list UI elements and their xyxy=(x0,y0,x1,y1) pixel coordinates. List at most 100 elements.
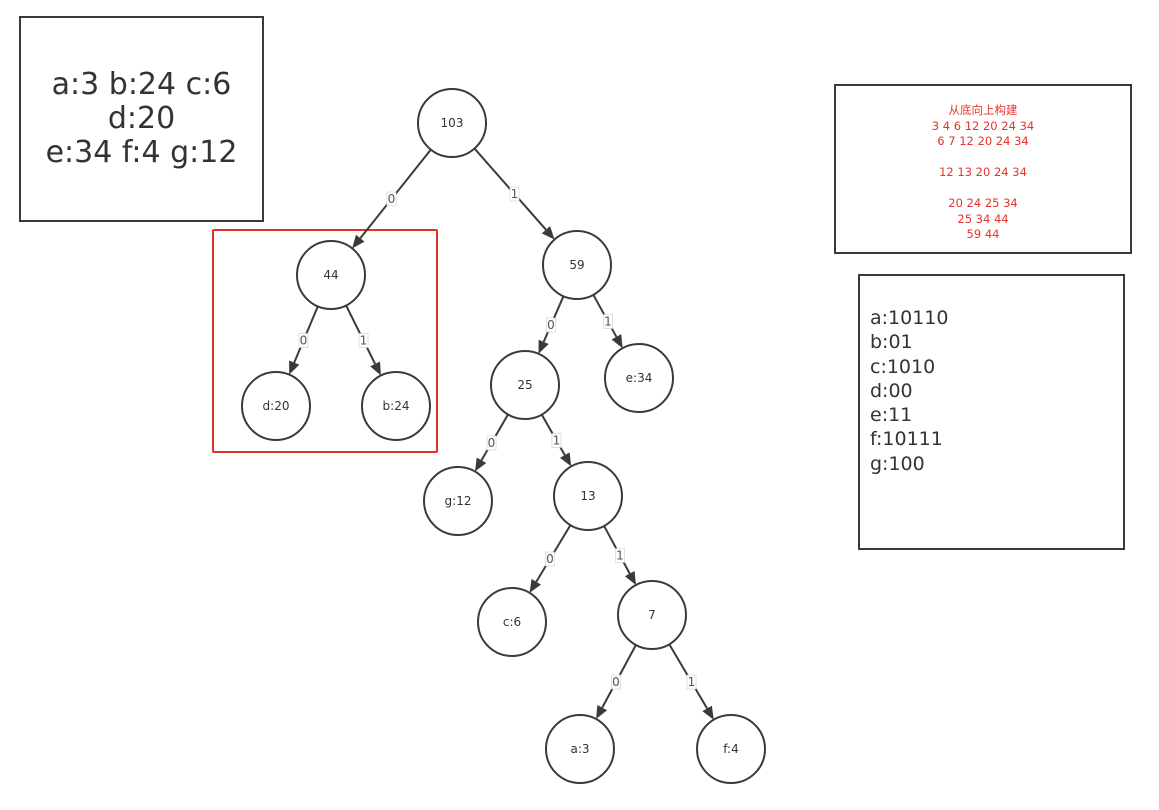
tree-node: 44 xyxy=(296,240,366,310)
edge-label: 0 xyxy=(488,436,496,450)
tree-edge: 0 xyxy=(352,148,432,249)
tree-node: 59 xyxy=(542,230,612,300)
tree-edge: 1 xyxy=(540,414,572,467)
tree-node: f:4 xyxy=(696,714,766,784)
tree-edge: 0 xyxy=(289,305,319,375)
node-circle xyxy=(417,88,487,158)
arrow-head xyxy=(560,452,572,467)
node-label: 103 xyxy=(441,116,464,130)
edge-label-background xyxy=(545,551,555,567)
edge-label-background xyxy=(298,333,309,348)
tree-node: e:34 xyxy=(604,343,674,413)
tree-edges: 0 1 0 1 0 1 0 1 0 1 0 1 xyxy=(289,147,714,720)
node-circle xyxy=(423,466,493,536)
node-label: 44 xyxy=(323,268,338,282)
arrow-head xyxy=(289,360,300,375)
tree-node: 25 xyxy=(490,350,560,420)
tree-node: g:12 xyxy=(423,466,493,536)
tree-edge: 0 xyxy=(538,295,565,354)
edge-label-background xyxy=(509,186,520,202)
edge-label-background xyxy=(486,435,497,451)
tree-edge: 0 xyxy=(529,524,572,593)
edge-label: 1 xyxy=(688,675,696,689)
arrow-head xyxy=(611,334,623,349)
tree-node: b:24 xyxy=(361,371,431,441)
arrow-head xyxy=(624,571,636,586)
tree-edge: 0 xyxy=(596,644,637,720)
arrow-head xyxy=(702,705,714,720)
node-circle xyxy=(545,714,615,784)
build-steps-box: 从底向上构建 3 4 6 12 20 24 34 6 7 12 20 24 34… xyxy=(834,84,1132,254)
highlight-rectangle xyxy=(212,229,438,453)
code-a: a:10110 xyxy=(870,307,949,329)
edge-label: 0 xyxy=(612,675,620,689)
build-step-line: 59 44 xyxy=(966,227,1000,241)
node-circle xyxy=(490,350,560,420)
frequency-line-2: e:34 f:4 g:12 xyxy=(45,135,238,170)
arrow-head xyxy=(529,578,541,593)
edge-label-background xyxy=(358,333,369,348)
build-step-line: 20 24 25 34 xyxy=(948,196,1018,210)
edge-label-background xyxy=(615,548,625,563)
edge-label: 0 xyxy=(300,334,308,348)
edge-label: 0 xyxy=(547,318,555,332)
tree-edge: 1 xyxy=(473,147,555,240)
node-circle xyxy=(553,461,623,531)
edge-label: 1 xyxy=(616,549,624,563)
edge-label-background xyxy=(386,191,397,207)
node-circle xyxy=(617,580,687,650)
node-label: a:3 xyxy=(570,742,589,756)
tree-edge: 1 xyxy=(345,305,381,376)
node-circle xyxy=(542,230,612,300)
tree-edge: 1 xyxy=(668,643,714,720)
edge-label-background xyxy=(546,317,556,333)
edge-label-background xyxy=(551,433,562,448)
codes-box: a:10110 b:01 c:1010 d:00 e:11 f:10111 g:… xyxy=(858,274,1125,550)
node-label: 7 xyxy=(648,608,656,622)
node-label: f:4 xyxy=(723,742,738,756)
tree-node: d:20 xyxy=(241,371,311,441)
build-step-line: 3 4 6 12 20 24 34 xyxy=(931,118,1035,133)
arrow-head xyxy=(541,226,555,240)
node-label: 59 xyxy=(569,258,584,272)
frequency-text: a:3 b:24 c:6 d:20 e:34 f:4 g:12 xyxy=(21,68,262,170)
edge-label: 1 xyxy=(553,434,561,448)
arrow-head xyxy=(475,457,487,472)
arrow-head xyxy=(596,704,608,720)
node-label: 13 xyxy=(580,489,595,503)
build-step-line: 6 7 12 20 24 34 xyxy=(937,134,1029,148)
tree-node: 7 xyxy=(617,580,687,650)
edge-label: 1 xyxy=(511,187,519,201)
node-label: g:12 xyxy=(445,494,472,508)
arrow-head xyxy=(370,361,381,376)
edge-label-background xyxy=(603,314,613,329)
node-circle xyxy=(296,240,366,310)
tree-node: 13 xyxy=(553,461,623,531)
frequency-box: a:3 b:24 c:6 d:20 e:34 f:4 g:12 xyxy=(19,16,264,222)
edge-label: 0 xyxy=(546,552,554,566)
node-circle xyxy=(696,714,766,784)
code-d: d:00 xyxy=(870,379,913,402)
build-step-line: 25 34 44 xyxy=(957,211,1009,226)
code-e: e:11 xyxy=(870,404,913,427)
tree-edge: 1 xyxy=(603,525,636,586)
node-circle xyxy=(361,371,431,441)
node-circle xyxy=(477,587,547,657)
edge-label: 0 xyxy=(388,192,396,206)
code-b: b:01 xyxy=(870,331,913,354)
tree-edge: 0 xyxy=(475,413,509,472)
tree-edge: 1 xyxy=(592,294,623,349)
node-circle xyxy=(604,343,674,413)
tree-node: a:3 xyxy=(545,714,615,784)
code-g: g:100 xyxy=(870,452,925,475)
tree-node: 103 xyxy=(417,88,487,158)
arrow-head xyxy=(538,339,549,354)
edge-label: 1 xyxy=(360,334,368,348)
arrow-head xyxy=(352,234,365,249)
edge-label: 1 xyxy=(604,315,612,329)
node-label: 25 xyxy=(517,378,532,392)
build-step-line: 12 13 20 24 34 xyxy=(939,165,1027,179)
frequency-line-1: a:3 b:24 c:6 d:20 xyxy=(51,67,232,136)
